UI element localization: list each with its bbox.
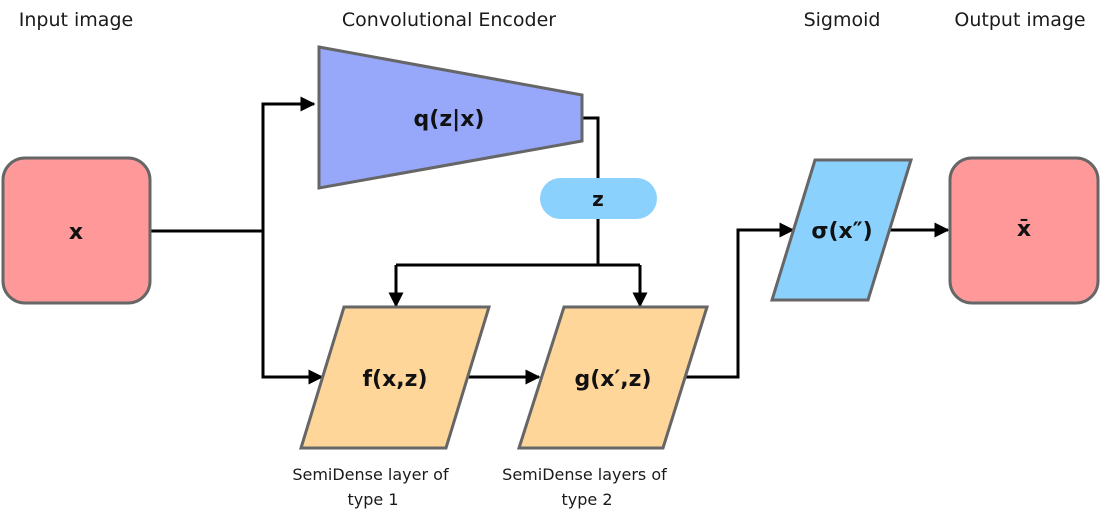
g-layer-caption-line-1: SemiDense layers of	[502, 465, 667, 484]
edge-encoder-to-latent	[582, 116, 600, 178]
encoder-trapezoid	[317, 45, 584, 190]
f-layer-parallelogram	[298, 305, 492, 450]
g-layer-caption: SemiDense layers of type 2	[502, 465, 672, 509]
f-layer-caption-line-2: type 1	[347, 490, 398, 509]
output-image-label: x̄	[1017, 217, 1031, 242]
edge-split-to-f-layer	[261, 231, 324, 385]
g-layer-node: g(x′,z)	[516, 305, 710, 450]
encoder-node: q(z|x)	[317, 45, 584, 190]
header-output-image: Output image	[954, 9, 1085, 31]
edge-split-to-encoder	[261, 96, 316, 231]
f-layer-label: f(x,z)	[362, 367, 427, 392]
sigmoid-node: σ(x″)	[769, 158, 914, 302]
f-layer-node: f(x,z)	[298, 305, 492, 450]
header-convolutional-encoder: Convolutional Encoder	[342, 9, 556, 31]
input-image-label: x	[69, 220, 83, 245]
sigmoid-parallelogram	[769, 158, 914, 302]
g-layer-parallelogram	[516, 305, 710, 450]
f-layer-caption: SemiDense layer of type 1	[292, 465, 453, 509]
encoder-label: q(z|x)	[414, 107, 485, 132]
edges	[150, 96, 950, 385]
latent-pill	[540, 178, 657, 219]
g-layer-label: g(x′,z)	[574, 367, 651, 392]
f-layer-caption-line-1: SemiDense layer of	[292, 465, 449, 484]
edge-g-layer-to-sigmoid	[684, 222, 795, 379]
sigmoid-label: σ(x″)	[811, 219, 872, 244]
latent-label: z	[592, 187, 604, 211]
header-sigmoid: Sigmoid	[804, 9, 881, 31]
g-layer-caption-line-2: type 2	[561, 490, 612, 509]
input-image-node: x	[1, 156, 152, 305]
output-image-box	[948, 156, 1100, 305]
output-image-node: x̄	[948, 156, 1100, 305]
latent-node: z	[540, 178, 657, 219]
header-input-image: Input image	[19, 9, 133, 31]
input-image-box	[1, 156, 152, 305]
